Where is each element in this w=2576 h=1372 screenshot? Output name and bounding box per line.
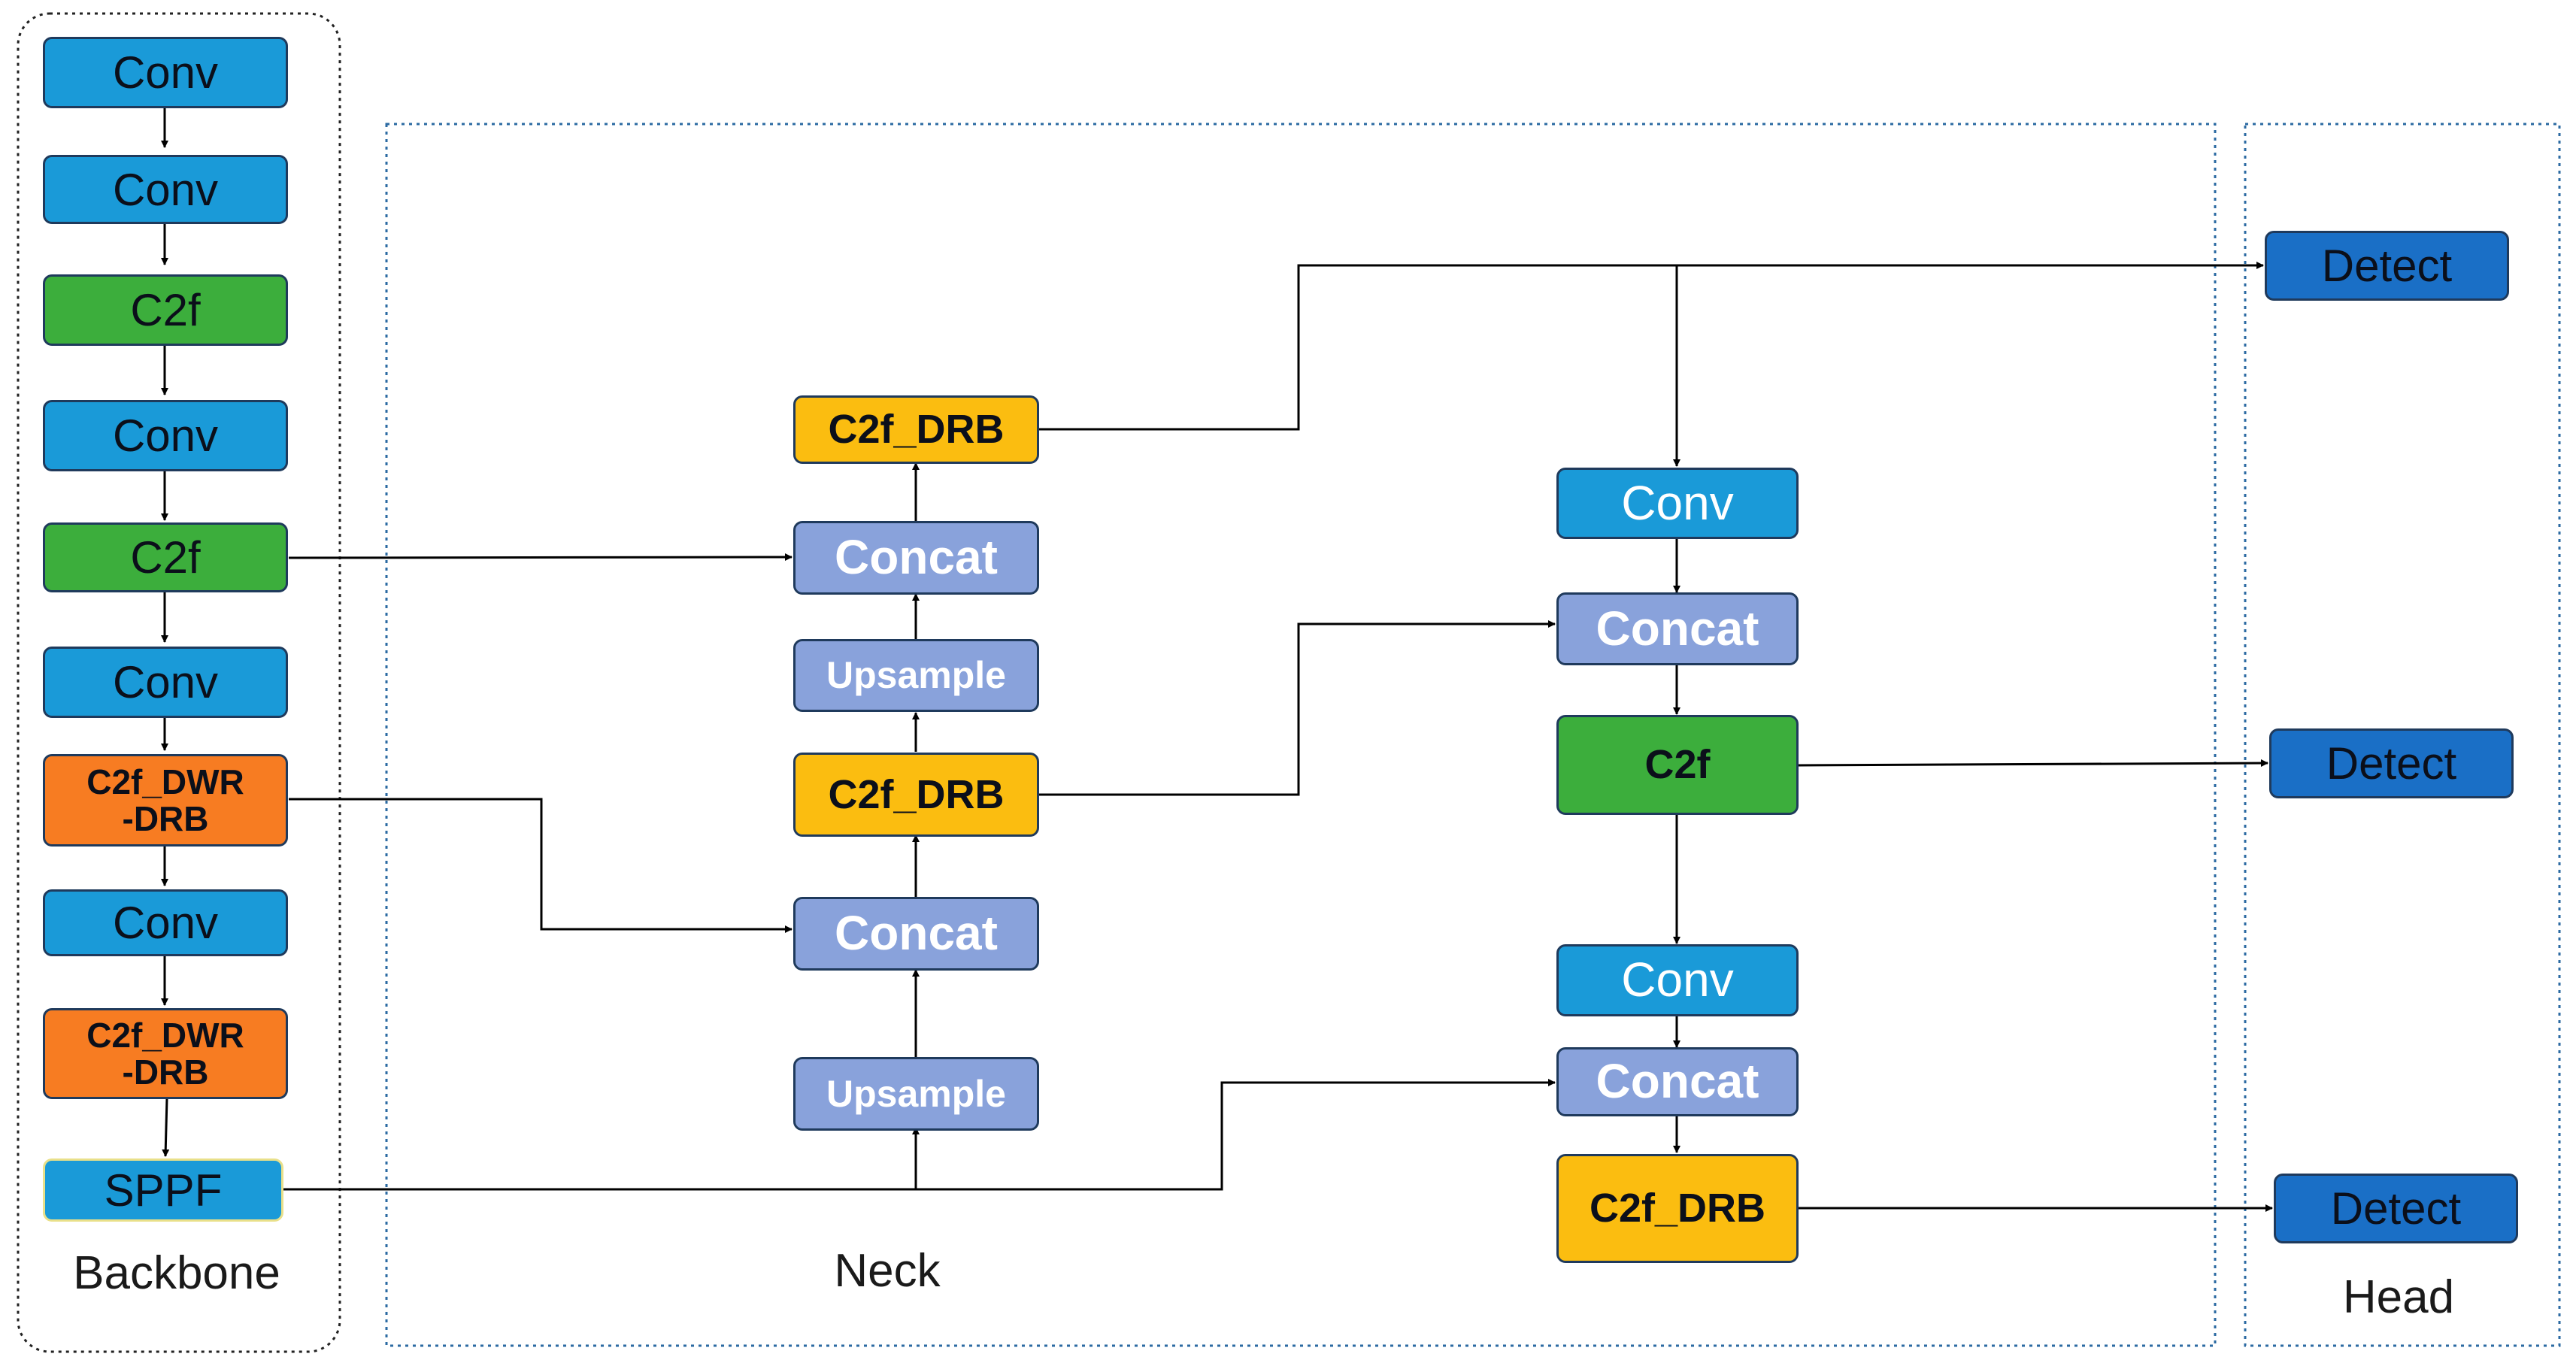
head-section-label: Head	[2342, 1271, 2455, 1323]
arrow-drb-top-to-detect1	[1039, 262, 2264, 431]
backbone-sppf-label: SPPF	[104, 1165, 223, 1216]
backbone-conv-5: Conv	[43, 889, 288, 956]
backbone-c2f-2: C2f	[43, 522, 288, 592]
backbone-c2f-1-label: C2f	[130, 285, 201, 335]
neck-concat-right-bottom: Concat	[1556, 1047, 1799, 1116]
backbone-conv-4: Conv	[43, 647, 288, 718]
backbone-c2f-1: C2f	[43, 274, 288, 346]
head-detect-2-label: Detect	[2326, 738, 2457, 789]
arrow-drb-mid-to-concat-right-top	[1039, 620, 1556, 796]
neck-c2f-right: C2f	[1556, 715, 1799, 815]
neck-conv-right-top: Conv	[1556, 468, 1799, 539]
backbone-c2f-dwr-drb-1-line2: -DRB	[122, 798, 209, 838]
backbone-conv-2-label: Conv	[112, 164, 219, 215]
neck-concat-right-bottom-label: Concat	[1596, 1054, 1759, 1109]
head-detect-1-label: Detect	[2321, 241, 2453, 291]
line-sppf-to-neck	[283, 1079, 1556, 1191]
neck-c2f-right-label: C2f	[1644, 742, 1711, 788]
neck-c2f-drb-right-label: C2f_DRB	[1589, 1186, 1766, 1231]
head-detect-3: Detect	[2274, 1174, 2518, 1243]
neck-conv-right-top-label: Conv	[1621, 475, 1734, 530]
backbone-frame	[17, 12, 341, 1353]
backbone-c2f-dwr-drb-2-line1: C2f_DWR	[86, 1016, 244, 1056]
backbone-sppf: SPPF	[43, 1158, 283, 1222]
neck-upsample-bottom-label: Upsample	[826, 1072, 1006, 1115]
backbone-conv-3-label: Conv	[112, 410, 219, 461]
neck-conv-right-bottom-label: Conv	[1621, 953, 1734, 1007]
neck-section-label: Neck	[834, 1245, 941, 1297]
neck-concat-right-top: Concat	[1556, 592, 1799, 665]
neck-upsample-bottom: Upsample	[793, 1057, 1039, 1131]
head-frame	[2244, 123, 2561, 1347]
backbone-section-label: Backbone	[73, 1247, 280, 1299]
neck-c2f-drb-mid: C2f_DRB	[793, 753, 1039, 837]
arrow-dwr-to-concat-mid	[289, 798, 792, 933]
neck-c2f-drb-right: C2f_DRB	[1556, 1154, 1799, 1263]
backbone-c2f-dwr-drb-1: C2f_DWR -DRB	[43, 754, 288, 847]
neck-c2f-drb-top-label: C2f_DRB	[828, 407, 1005, 453]
neck-c2f-drb-top: C2f_DRB	[793, 395, 1039, 464]
backbone-conv-5-label: Conv	[112, 898, 219, 948]
backbone-conv-2: Conv	[43, 155, 288, 224]
neck-concat-mid-label: Concat	[835, 906, 998, 961]
neck-concat-right-top-label: Concat	[1596, 601, 1759, 656]
backbone-conv-4-label: Conv	[112, 657, 219, 707]
neck-conv-right-bottom: Conv	[1556, 944, 1799, 1016]
head-detect-2: Detect	[2269, 728, 2514, 798]
neck-concat-top: Concat	[793, 521, 1039, 595]
neck-upsample-top-label: Upsample	[826, 654, 1006, 697]
backbone-c2f-dwr-drb-1-line1: C2f_DWR	[86, 762, 244, 802]
neck-concat-top-label: Concat	[835, 530, 998, 585]
arrow-c2f-to-detect2	[1798, 759, 2268, 768]
head-detect-3-label: Detect	[2330, 1183, 2462, 1234]
arrow-bb-9	[162, 1098, 170, 1157]
backbone-conv-3: Conv	[43, 400, 288, 471]
neck-c2f-drb-mid-label: C2f_DRB	[828, 771, 1005, 817]
neck-upsample-top: Upsample	[793, 639, 1039, 712]
arrow-c2f-to-concat-top	[288, 553, 792, 562]
backbone-c2f-dwr-drb-2: C2f_DWR -DRB	[43, 1008, 288, 1099]
backbone-conv-1: Conv	[43, 37, 288, 108]
backbone-c2f-2-label: C2f	[130, 532, 201, 583]
neck-concat-mid: Concat	[793, 897, 1039, 971]
neck-frame	[385, 123, 2217, 1347]
backbone-c2f-dwr-drb-2-line2: -DRB	[122, 1052, 209, 1092]
head-detect-1: Detect	[2265, 231, 2509, 301]
backbone-conv-1-label: Conv	[112, 47, 219, 98]
